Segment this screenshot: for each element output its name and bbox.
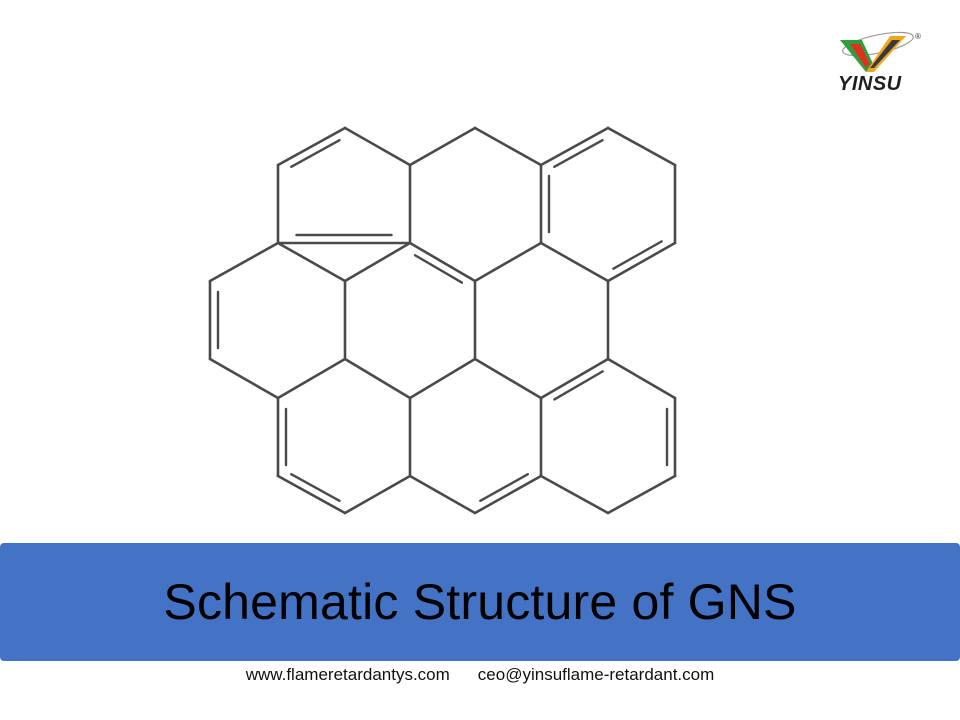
registered-mark: ® <box>915 32 921 41</box>
bond-single <box>473 357 543 400</box>
bond-single <box>606 241 677 283</box>
bond-double-inner <box>290 138 341 169</box>
bond-single <box>606 126 677 167</box>
bond-double-inner <box>413 254 464 284</box>
bond-single <box>276 241 347 283</box>
bond-double-inner <box>612 240 663 270</box>
bond-single <box>408 126 477 167</box>
bond-single <box>606 474 677 515</box>
bond-single <box>473 126 543 167</box>
bond-single <box>539 241 610 283</box>
bond-single <box>343 357 412 400</box>
footer: www.flameretardantys.com ceo@yinsuflame-… <box>0 665 960 689</box>
bond-single <box>408 474 477 515</box>
title-banner: Schematic Structure of GNS <box>0 543 960 661</box>
bond-single <box>343 241 412 283</box>
bond-single <box>208 241 280 283</box>
bond-double-inner <box>479 473 530 503</box>
bond-single <box>343 126 412 167</box>
bond-single <box>606 357 677 400</box>
bond-double-inner <box>553 370 604 401</box>
bond-single <box>539 357 610 400</box>
brand-name: YINSU <box>838 73 902 95</box>
bond-single <box>473 241 543 283</box>
bond-single <box>208 357 280 400</box>
bond-single <box>408 241 477 283</box>
bond-single <box>276 474 347 515</box>
bond-double-inner <box>553 138 604 169</box>
bond-single <box>276 126 347 167</box>
bond-single <box>539 126 610 167</box>
banner-title: Schematic Structure of GNS <box>163 574 797 630</box>
bond-single <box>276 357 347 400</box>
bond-single <box>408 357 477 400</box>
brand-logo: ® YINSU <box>826 30 936 100</box>
footer-email: ceo@yinsuflame-retardant.com <box>477 665 715 684</box>
gns-structure-diagram <box>208 126 677 515</box>
bond-single <box>343 474 412 515</box>
bond-single <box>539 474 610 515</box>
footer-website: www.flameretardantys.com <box>245 665 450 684</box>
bond-double-inner <box>290 472 341 503</box>
v-chevron-logo-icon <box>840 31 914 72</box>
bond-single <box>473 474 543 515</box>
bond-lines <box>208 126 677 515</box>
